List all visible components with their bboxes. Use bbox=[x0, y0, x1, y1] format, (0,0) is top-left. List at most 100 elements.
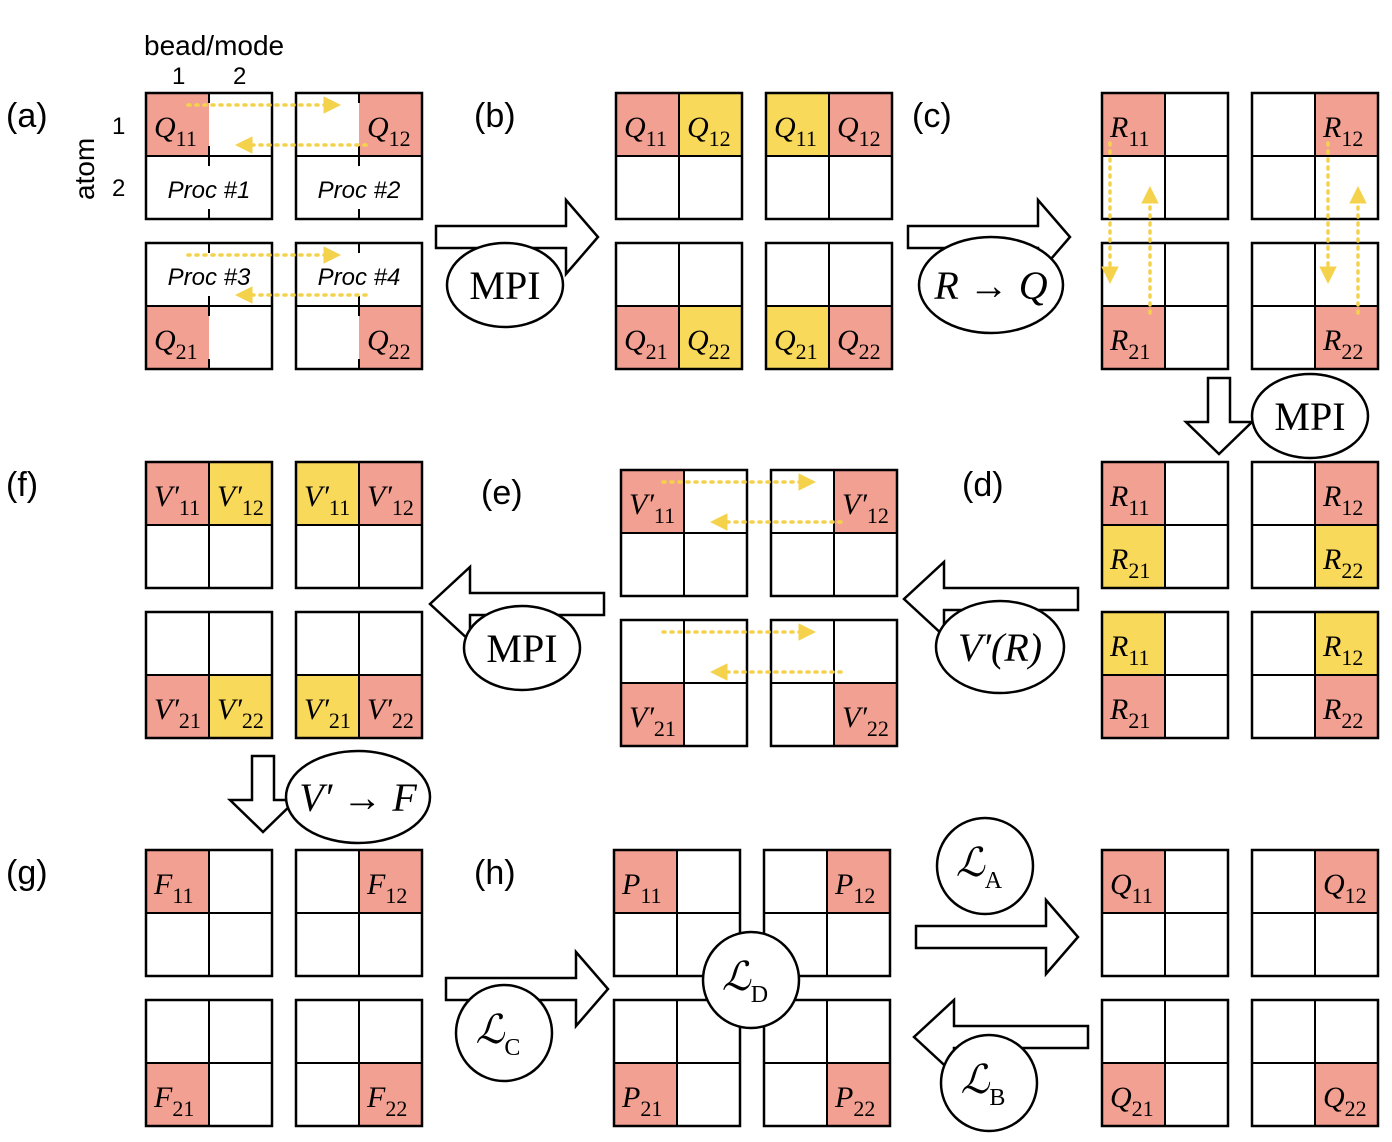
cell-symbol: V′ bbox=[367, 480, 392, 513]
cell-symbol: R bbox=[1109, 324, 1128, 357]
operation-mpi-2: MPI bbox=[1250, 372, 1370, 460]
processor-block: Q11 bbox=[1100, 848, 1230, 978]
cell-subscript: 12 bbox=[242, 495, 264, 520]
cell-fill bbox=[1102, 850, 1165, 913]
cell-label: V′12 bbox=[367, 480, 414, 520]
block-arrow-right bbox=[914, 896, 1080, 978]
cell-subscript: 11 bbox=[1132, 883, 1153, 908]
cell-fill bbox=[209, 675, 272, 738]
liouvillian-symbol: ℒ bbox=[956, 840, 986, 885]
processor-label: Proc #2 bbox=[318, 177, 401, 204]
cell-fill bbox=[1315, 850, 1378, 913]
cell-label: Q11 bbox=[624, 111, 667, 151]
panel-label-c: (c) bbox=[912, 97, 952, 135]
operation-bubble bbox=[939, 1033, 1039, 1133]
cell-label: V′22 bbox=[367, 693, 414, 733]
cell-label: Q12 bbox=[837, 111, 881, 151]
cell-fill bbox=[359, 850, 422, 913]
operation-v-to-f: V′ → F bbox=[284, 749, 432, 845]
cell-subscript: 22 bbox=[385, 1096, 407, 1121]
cell-subscript: 21 bbox=[172, 1096, 194, 1121]
cell-label: F22 bbox=[366, 1081, 407, 1121]
operation-l-a: ℒA bbox=[935, 816, 1035, 916]
cell-fill bbox=[1102, 612, 1165, 675]
cell-subscript: 22 bbox=[1345, 1096, 1367, 1121]
cell-fill bbox=[829, 93, 892, 156]
operator-symbol: ℒA bbox=[956, 840, 1003, 894]
cell-symbol: R bbox=[1109, 630, 1128, 663]
block-arrow-left bbox=[902, 559, 1080, 639]
cell-fill bbox=[616, 306, 679, 369]
operation-bubble bbox=[701, 930, 801, 1030]
cell-subscript: 11 bbox=[172, 883, 193, 908]
cell-subscript: 12 bbox=[1341, 495, 1363, 520]
cell-symbol: R bbox=[1109, 111, 1128, 144]
operation-bubble bbox=[284, 749, 432, 845]
operation-label: V′(R) bbox=[958, 625, 1042, 670]
cell-fill bbox=[146, 306, 209, 369]
operation-lhs: V′ bbox=[299, 775, 333, 820]
cell-symbol: Q bbox=[1323, 1081, 1345, 1114]
processor-block: Q12 bbox=[1250, 848, 1380, 978]
cell-symbol: F bbox=[153, 1081, 173, 1114]
cell-label: R12 bbox=[1322, 630, 1363, 670]
cell-symbol: V′ bbox=[629, 701, 654, 734]
cell-label: R12 bbox=[1322, 111, 1363, 151]
cell-fill bbox=[1315, 675, 1378, 738]
cell-fill bbox=[1102, 306, 1165, 369]
cell-symbol: R bbox=[1109, 693, 1128, 726]
cell-subscript: 22 bbox=[242, 708, 264, 733]
operation-bubble bbox=[935, 816, 1035, 916]
processor-block: P21 bbox=[612, 998, 742, 1128]
cell-label: Q11 bbox=[154, 111, 197, 151]
cell-fill bbox=[1102, 525, 1165, 588]
cell-label: V′11 bbox=[154, 480, 200, 520]
communication-paths bbox=[186, 96, 1367, 681]
processor-block: F22 bbox=[294, 998, 424, 1128]
cell-subscript: 12 bbox=[1345, 883, 1367, 908]
panel-label-h: (h) bbox=[474, 854, 516, 892]
cell-subscript: 21 bbox=[646, 339, 668, 364]
cell-fill bbox=[146, 1063, 209, 1126]
cell-symbol: Q bbox=[367, 324, 389, 357]
processor-block: Q22 bbox=[1250, 998, 1380, 1128]
cell-label: Q12 bbox=[687, 111, 731, 151]
cell-subscript: 21 bbox=[640, 1096, 662, 1121]
cell-symbol: Q bbox=[154, 111, 176, 144]
cell-label: R11 bbox=[1109, 480, 1150, 520]
cell-symbol: Q bbox=[624, 111, 646, 144]
operation-mpi-1: MPI bbox=[445, 241, 565, 329]
cell-label: Q21 bbox=[774, 324, 818, 364]
cell-symbol: Q bbox=[774, 111, 796, 144]
cell-label: V′21 bbox=[629, 701, 676, 741]
cell-label: R12 bbox=[1322, 480, 1363, 520]
cell-subscript: 11 bbox=[1128, 495, 1149, 520]
cell-fill bbox=[766, 93, 829, 156]
cell-subscript: 22 bbox=[867, 716, 889, 741]
cell-fill bbox=[146, 675, 209, 738]
cell-fill bbox=[1315, 525, 1378, 588]
cell-subscript: 12 bbox=[709, 126, 731, 151]
cell-label: Q12 bbox=[367, 111, 411, 151]
cell-symbol: Q bbox=[837, 111, 859, 144]
panel-label-g: (g) bbox=[6, 854, 48, 892]
operation-label: MPI bbox=[486, 626, 557, 671]
cell-symbol: Q bbox=[367, 111, 389, 144]
operator-subscript: B bbox=[989, 1085, 1005, 1111]
processor-block: R12 bbox=[1250, 91, 1380, 221]
cell-fill bbox=[1315, 93, 1378, 156]
cell-symbol: F bbox=[153, 868, 173, 901]
cell-symbol: V′ bbox=[304, 480, 329, 513]
processor-block: V′11 bbox=[619, 468, 749, 598]
cell-label: Q22 bbox=[367, 324, 411, 364]
cell-label: V′12 bbox=[217, 480, 264, 520]
